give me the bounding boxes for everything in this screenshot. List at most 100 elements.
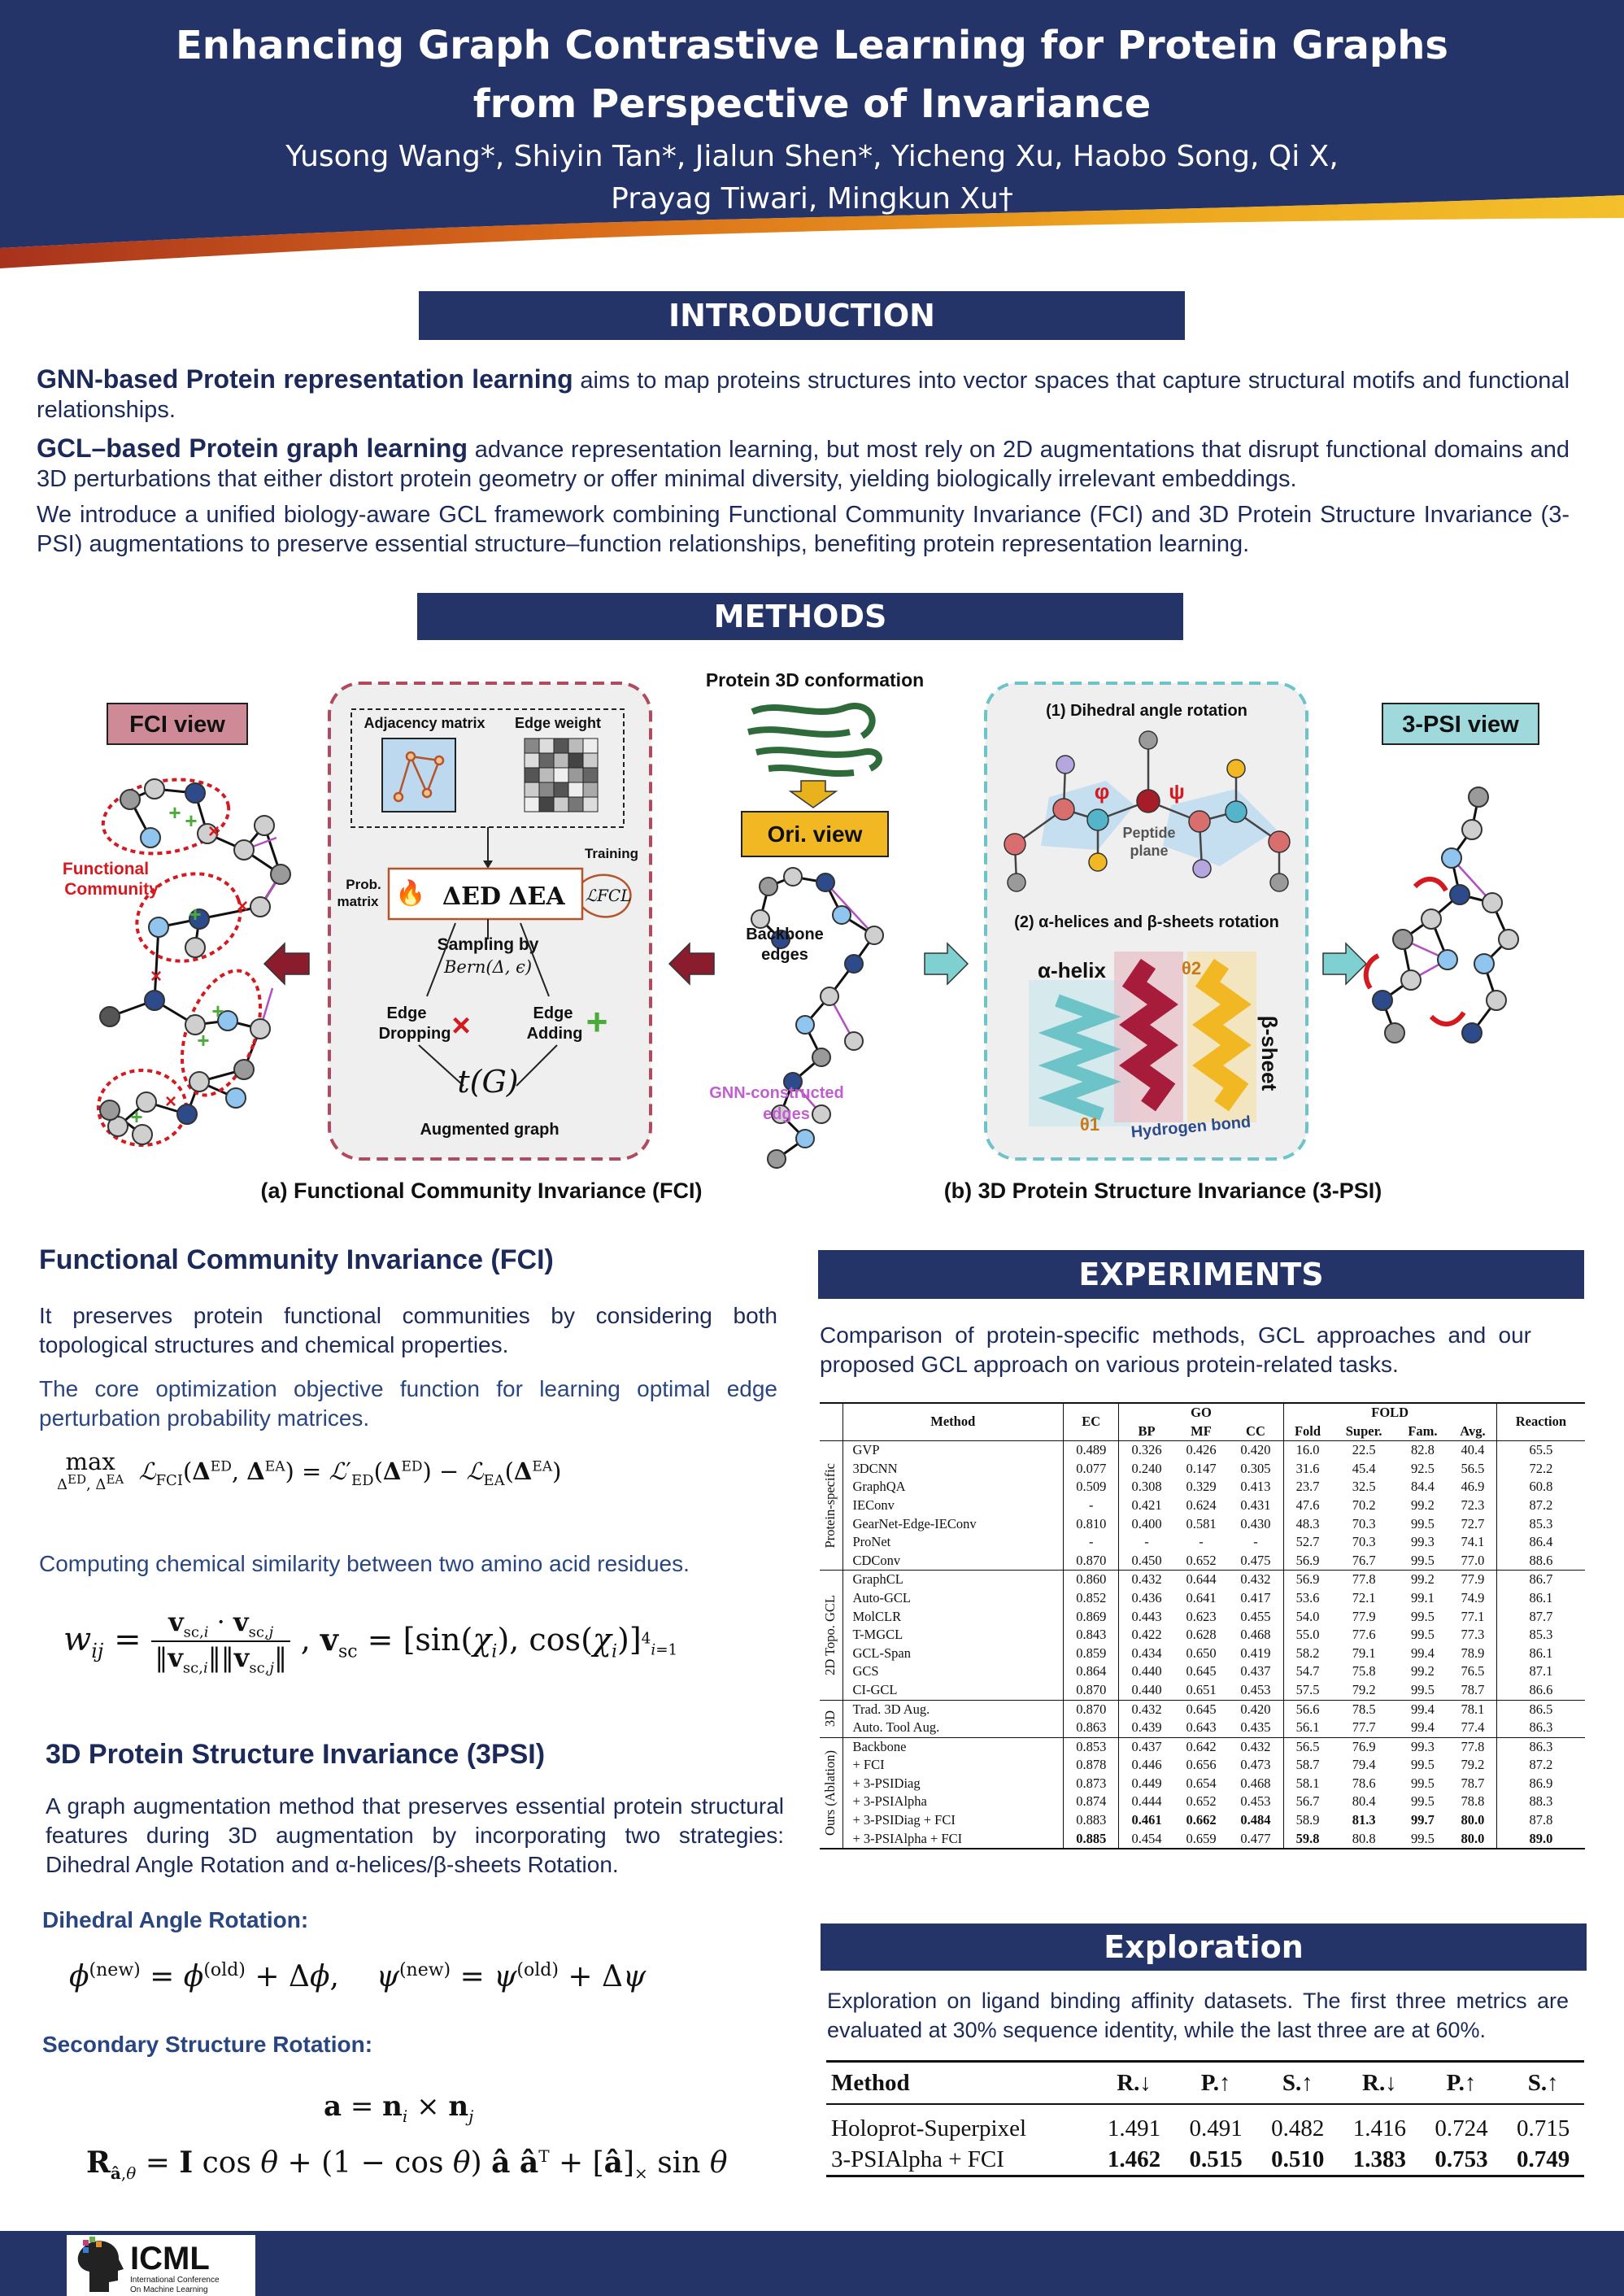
value-cell: 0.515 xyxy=(1189,2146,1243,2172)
value-cell: 74.1 xyxy=(1461,1534,1485,1550)
value-cell: 78.6 xyxy=(1352,1775,1376,1791)
value-cell: 0.305 xyxy=(1240,1460,1271,1476)
value-cell: 0.885 xyxy=(1063,1829,1119,1849)
value-cell: 56.9 xyxy=(1282,1570,1332,1589)
header-background xyxy=(0,0,1624,268)
value-cell: 0.413 xyxy=(1240,1479,1271,1495)
row-group-label-text: Ours (Ablation) xyxy=(822,1749,838,1836)
value-cell: 80.8 xyxy=(1352,1830,1376,1846)
method-cell: GCS xyxy=(852,1663,879,1680)
augmented-graph-label: Augmented graph xyxy=(420,1121,559,1139)
alpha-helix-label: α-helix xyxy=(1038,958,1106,982)
value-cell: 80.4 xyxy=(1352,1793,1376,1810)
method-cell: Auto. Tool Aug. xyxy=(852,1719,940,1736)
exploration-col-header: S.↑ xyxy=(1282,2070,1313,2096)
value-cell: 82.8 xyxy=(1410,1442,1435,1458)
icml-logo-svg: ICML International Conference On Machine… xyxy=(77,2237,220,2294)
value-cell: 99.5 xyxy=(1410,1775,1435,1791)
value-cell: 0.475 xyxy=(1240,1552,1271,1568)
value-cell: 0.468 xyxy=(1240,1627,1271,1643)
value-cell: 76.7 xyxy=(1352,1552,1376,1568)
method-cell: T-MGCL xyxy=(852,1627,903,1643)
value-cell: 99.4 xyxy=(1410,1719,1435,1736)
value-cell: 86.6 xyxy=(1496,1680,1585,1700)
value-cell: 0.419 xyxy=(1240,1645,1271,1661)
fci-view-box xyxy=(107,703,248,745)
center-arrow-left xyxy=(668,942,715,986)
svg-text:+: + xyxy=(197,1028,209,1052)
value-cell: 0.863 xyxy=(1063,1719,1119,1738)
value-cell: 99.5 xyxy=(1410,1608,1435,1624)
value-cell: 0.077 xyxy=(1063,1459,1119,1479)
value-cell: 0.426 xyxy=(1186,1442,1217,1458)
value-cell: 0.651 xyxy=(1186,1681,1217,1697)
value-cell: 1.416 xyxy=(1352,2115,1406,2141)
edge-dropping-label-2: Dropping xyxy=(379,1025,451,1043)
value-cell: 87.2 xyxy=(1496,1756,1585,1775)
prob-matrix-box xyxy=(387,867,584,921)
value-cell: 0.870 xyxy=(1063,1551,1119,1571)
value-cell: 74.9 xyxy=(1461,1589,1485,1605)
value-cell: 45.4 xyxy=(1352,1460,1376,1476)
value-cell: 0.645 xyxy=(1186,1663,1217,1680)
value-cell: 16.0 xyxy=(1282,1440,1332,1460)
value-cell: 0.431 xyxy=(1240,1497,1271,1513)
fci-view-label: FCI view xyxy=(129,712,225,738)
value-cell: 86.3 xyxy=(1496,1737,1585,1757)
caption-a: (a) Functional Community Invariance (FCI… xyxy=(260,1178,702,1203)
method-cell: + 3-PSIDiag xyxy=(852,1775,921,1791)
helix-ribbon xyxy=(1038,994,1121,1121)
value-cell: 99.2 xyxy=(1410,1663,1435,1680)
value-cell: 22.5 xyxy=(1352,1442,1376,1458)
value-cell: 79.4 xyxy=(1352,1757,1376,1773)
value-cell: 0.420 xyxy=(1240,1442,1271,1458)
col-mf: MF xyxy=(1191,1422,1212,1439)
intro-p2-rest: advance representation learning, but mos… xyxy=(37,437,1570,492)
psi-nodes xyxy=(1372,786,1519,1043)
value-cell: 0.453 xyxy=(1240,1793,1271,1810)
sampling-label-2: Bern(Δ, ϵ) xyxy=(443,957,532,977)
value-cell: 99.2 xyxy=(1410,1497,1435,1513)
value-cell: 99.4 xyxy=(1410,1645,1435,1661)
value-cell: 56.6 xyxy=(1282,1700,1332,1719)
value-cell: 99.5 xyxy=(1410,1830,1435,1846)
value-cell: 60.8 xyxy=(1496,1478,1585,1497)
value-cell: 0.874 xyxy=(1063,1793,1119,1812)
value-cell: 0.432 xyxy=(1118,1570,1174,1589)
value-cell: 99.5 xyxy=(1410,1757,1435,1773)
edge-adding-label-1: Edge xyxy=(533,1004,573,1022)
value-cell: 78.8 xyxy=(1461,1793,1485,1810)
method-cell: Holoprot-Superpixel xyxy=(831,2115,1027,2141)
drop-cross-icon: × xyxy=(451,1008,470,1043)
value-cell: 0.437 xyxy=(1240,1663,1271,1680)
method-cell: Auto-GCL xyxy=(852,1589,912,1605)
fci-eq1-body: ℒFCI(ΔED, ΔEA) = ℒ′ED(ΔED) − ℒEA(ΔEA) xyxy=(138,1457,562,1489)
value-cell: 40.4 xyxy=(1461,1442,1485,1458)
value-cell: 0.446 xyxy=(1118,1756,1174,1775)
value-cell: 0.869 xyxy=(1063,1607,1119,1627)
value-cell: 79.1 xyxy=(1352,1645,1376,1661)
experiments-heading: EXPERIMENTS xyxy=(818,1250,1584,1299)
authors-line1: Yusong Wang*, Shiyin Tan*, Jialun Shen*,… xyxy=(285,140,1339,173)
value-cell: 0.439 xyxy=(1118,1719,1174,1738)
value-cell: - xyxy=(1118,1533,1174,1552)
value-cell: 65.5 xyxy=(1496,1440,1585,1460)
value-cell: 99.2 xyxy=(1410,1571,1435,1588)
value-cell: 54.0 xyxy=(1282,1607,1332,1627)
phi-label: φ xyxy=(1095,779,1110,804)
value-cell: 77.9 xyxy=(1352,1608,1376,1624)
edge-weight-label: Edge weight xyxy=(515,715,601,731)
exploration-col-header: Method xyxy=(831,2070,910,2096)
backbone-label-2: edges xyxy=(761,946,808,964)
value-cell: 0.843 xyxy=(1063,1626,1119,1645)
value-cell: 0.461 xyxy=(1118,1811,1174,1830)
value-cell: 0.443 xyxy=(1118,1607,1174,1627)
value-cell: 31.6 xyxy=(1282,1459,1332,1479)
